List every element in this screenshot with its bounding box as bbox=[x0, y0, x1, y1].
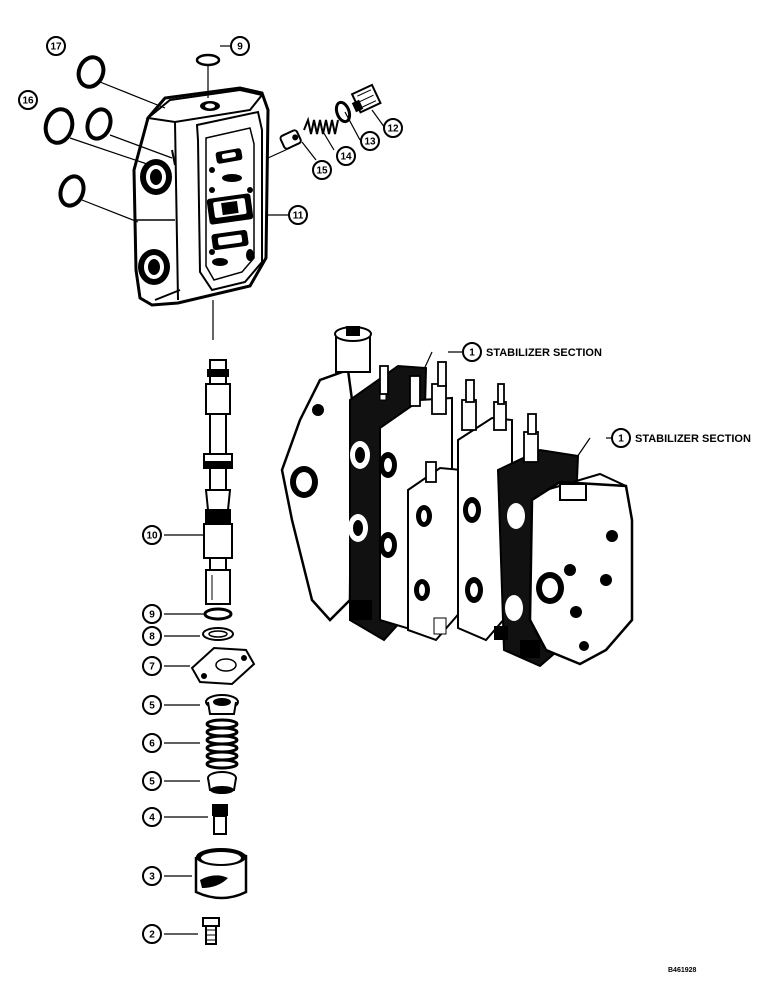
svg-text:5: 5 bbox=[149, 701, 155, 712]
o-ring-lower bbox=[58, 174, 86, 208]
svg-text:17: 17 bbox=[50, 42, 62, 53]
svg-text:9: 9 bbox=[237, 42, 243, 53]
callout-1-stabilizer-a: 1 bbox=[462, 342, 482, 362]
plug bbox=[350, 83, 382, 114]
callout-6: 6 bbox=[142, 733, 162, 753]
valve-section-body bbox=[132, 86, 270, 307]
lower-stack bbox=[190, 607, 256, 945]
callout-9-low: 9 bbox=[142, 604, 162, 624]
callout-5-top: 5 bbox=[142, 695, 162, 715]
spool bbox=[203, 359, 233, 605]
leader-lines bbox=[69, 45, 612, 935]
svg-text:5: 5 bbox=[149, 777, 155, 788]
o-ring-16 bbox=[43, 107, 75, 145]
callout-15: 15 bbox=[312, 160, 332, 180]
body-o-rings bbox=[43, 53, 221, 208]
callout-10: 10 bbox=[142, 525, 162, 545]
svg-text:1: 1 bbox=[618, 434, 624, 445]
callout-5-low: 5 bbox=[142, 771, 162, 791]
svg-text:9: 9 bbox=[149, 610, 155, 621]
callouts: 17 9 16 12 13 14 15 11 bbox=[18, 36, 751, 944]
svg-text:14: 14 bbox=[340, 152, 352, 163]
callout-13: 13 bbox=[360, 131, 380, 151]
svg-text:2: 2 bbox=[149, 930, 155, 941]
o-ring-16b bbox=[85, 107, 113, 141]
svg-text:10: 10 bbox=[146, 531, 158, 542]
callout-11: 11 bbox=[288, 205, 308, 225]
callout-8: 8 bbox=[142, 626, 162, 646]
callout-3: 3 bbox=[142, 866, 162, 886]
callout-12: 12 bbox=[383, 118, 403, 138]
o-ring-17 bbox=[76, 55, 106, 89]
spring-small bbox=[303, 116, 339, 135]
callout-1-stabilizer-b: 1 bbox=[611, 428, 631, 448]
svg-text:13: 13 bbox=[364, 137, 376, 148]
callout-4: 4 bbox=[142, 807, 162, 827]
svg-text:8: 8 bbox=[149, 632, 155, 643]
stabilizer-section-label-a: STABILIZER SECTION bbox=[486, 347, 602, 359]
svg-text:16: 16 bbox=[22, 96, 34, 107]
svg-text:3: 3 bbox=[149, 872, 155, 883]
svg-text:1: 1 bbox=[469, 348, 475, 359]
callout-2: 2 bbox=[142, 924, 162, 944]
svg-text:12: 12 bbox=[387, 124, 399, 135]
callout-16: 16 bbox=[18, 90, 38, 110]
callout-9-top: 9 bbox=[230, 36, 250, 56]
stabilizer-section-label-b: STABILIZER SECTION bbox=[635, 433, 751, 445]
svg-text:15: 15 bbox=[316, 166, 328, 177]
centering-spring bbox=[205, 718, 239, 770]
callout-17: 17 bbox=[46, 36, 66, 56]
svg-text:4: 4 bbox=[149, 813, 155, 824]
poppet bbox=[279, 129, 302, 150]
o-ring-9-top bbox=[195, 53, 221, 67]
svg-text:7: 7 bbox=[149, 662, 155, 673]
svg-text:6: 6 bbox=[149, 739, 155, 750]
assembled-valve bbox=[280, 326, 634, 668]
callout-7: 7 bbox=[142, 656, 162, 676]
svg-text:11: 11 bbox=[293, 211, 304, 222]
reference-code: B461928 bbox=[668, 967, 697, 974]
check-valve-parts bbox=[279, 83, 382, 150]
callout-14: 14 bbox=[336, 146, 356, 166]
